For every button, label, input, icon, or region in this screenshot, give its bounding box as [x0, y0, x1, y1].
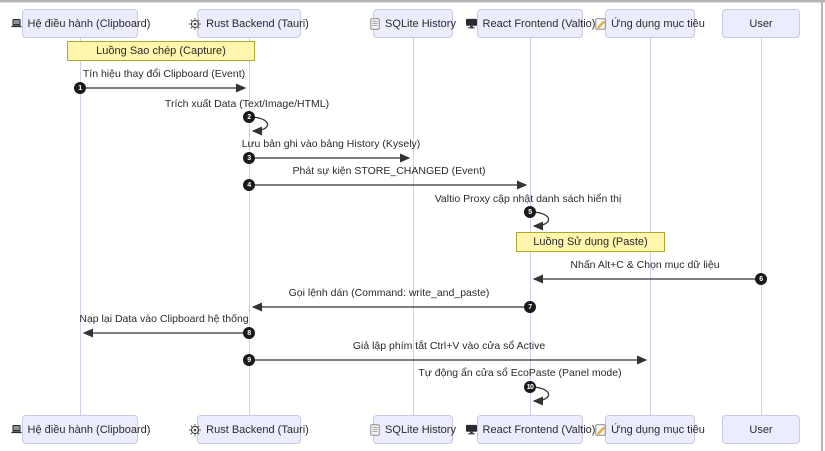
- message-label-2: Trích xuất Data (Text/Image/HTML): [164, 98, 330, 110]
- laptop-icon: [10, 424, 23, 435]
- participant-label: Hệ điều hành (Clipboard): [27, 17, 151, 30]
- document-icon: [370, 17, 380, 30]
- lifeline-user: [761, 38, 762, 415]
- message-label-4: Phát sự kiện STORE_CHANGED (Event): [292, 165, 486, 177]
- message-label-9: Giả lập phím tắt Ctrl+V vào cửa sổ Activ…: [352, 340, 546, 352]
- message-number-badge: 2: [243, 111, 255, 123]
- section-capture: Luồng Sao chép (Capture): [67, 41, 255, 61]
- participant-user-top: User: [722, 9, 800, 38]
- participant-label: Ứng dụng mục tiêu: [611, 17, 705, 30]
- message-label-7: Gọi lệnh dán (Command: write_and_paste): [288, 287, 490, 299]
- participant-label: User: [749, 423, 773, 436]
- panel-right-border: [821, 0, 823, 451]
- message-number-badge: 10: [524, 381, 536, 393]
- memo-icon: [595, 423, 606, 436]
- message-label-5: Valtio Proxy cập nhật danh sách hiển thị: [434, 193, 622, 205]
- participant-target-app-bottom: Ứng dụng mục tiêu: [595, 415, 705, 444]
- message-number-badge: 7: [524, 301, 536, 313]
- participant-react-frontend-top: React Frontend (Valtio): [465, 9, 595, 38]
- participant-os-bottom: Hệ điều hành (Clipboard): [10, 415, 150, 444]
- message-number-badge: 9: [243, 354, 255, 366]
- gear-icon: [189, 17, 201, 30]
- participant-sqlite-bottom: SQLite History: [370, 415, 456, 444]
- lifeline-target-app: [650, 38, 651, 415]
- lifeline-sqlite: [413, 38, 414, 415]
- panel-top-border: [0, 0, 825, 3]
- participant-os-top: Hệ điều hành (Clipboard): [10, 9, 150, 38]
- message-number-badge: 3: [243, 152, 255, 164]
- section-paste: Luồng Sử dụng (Paste): [516, 232, 665, 252]
- message-number-badge: 4: [243, 179, 255, 191]
- lifeline-react-frontend: [530, 38, 531, 415]
- monitor-icon: [465, 424, 478, 435]
- participant-rust-backend-top: Rust Backend (Tauri): [189, 9, 309, 38]
- monitor-icon: [465, 18, 478, 29]
- participant-sqlite-top: SQLite History: [370, 9, 456, 38]
- document-icon: [370, 423, 380, 436]
- participant-label: Hệ điều hành (Clipboard): [27, 423, 151, 436]
- message-number-badge: 1: [74, 82, 86, 94]
- participant-target-app-top: Ứng dụng mục tiêu: [595, 9, 705, 38]
- participant-react-frontend-bottom: React Frontend (Valtio): [465, 415, 595, 444]
- message-number-badge: 6: [755, 273, 767, 285]
- gear-icon: [189, 423, 201, 436]
- participant-label: Ứng dụng mục tiêu: [611, 423, 705, 436]
- laptop-icon: [10, 18, 23, 29]
- message-label-3: Lưu bản ghi vào bảng History (Kysely): [241, 138, 421, 150]
- participant-label: User: [749, 17, 773, 30]
- memo-icon: [595, 17, 606, 30]
- message-label-1: Tín hiệu thay đổi Clipboard (Event): [82, 68, 246, 80]
- lifeline-os: [80, 38, 81, 415]
- participant-label: React Frontend (Valtio): [482, 423, 596, 436]
- message-label-10: Tự động ẩn cửa sổ EcoPaste (Panel mode): [418, 367, 622, 379]
- participant-user-bottom: User: [722, 415, 800, 444]
- message-label-8: Nạp lại Data vào Clipboard hệ thống: [79, 313, 249, 325]
- participant-label: React Frontend (Valtio): [482, 17, 596, 30]
- message-label-6: Nhấn Alt+C & Chọn mục dữ liệu: [570, 259, 720, 271]
- participant-label: SQLite History: [385, 423, 456, 436]
- participant-label: Rust Backend (Tauri): [206, 423, 309, 436]
- lifeline-rust-backend: [249, 38, 250, 415]
- message-number-badge: 5: [524, 206, 536, 218]
- participant-label: Rust Backend (Tauri): [206, 17, 309, 30]
- message-number-badge: 8: [243, 327, 255, 339]
- participant-label: SQLite History: [385, 17, 456, 30]
- participant-rust-backend-bottom: Rust Backend (Tauri): [189, 415, 309, 444]
